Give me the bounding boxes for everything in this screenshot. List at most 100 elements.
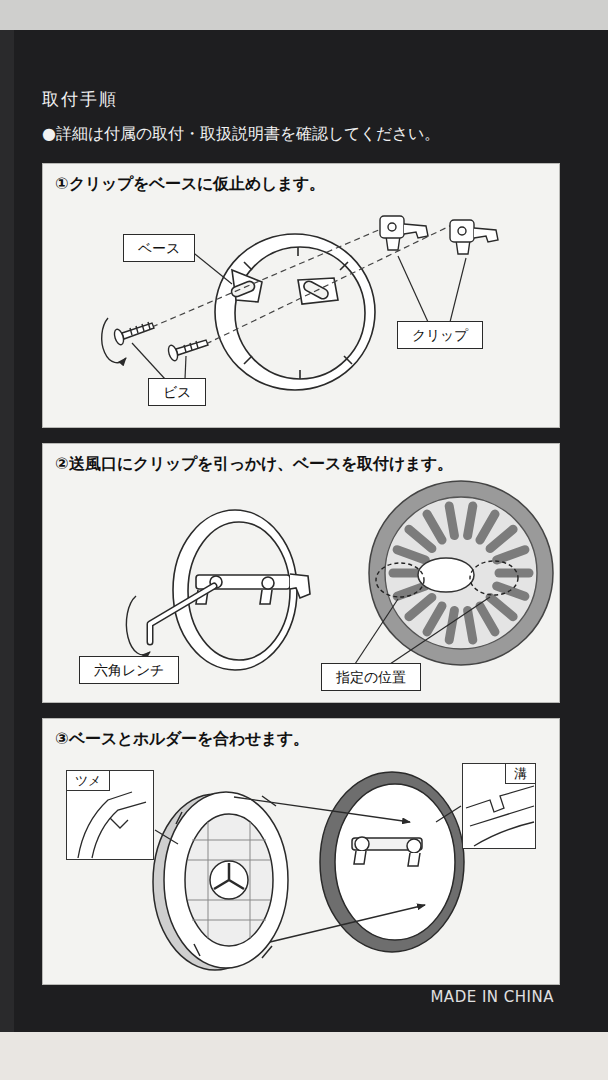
part-name: ベース <box>138 239 180 257</box>
leader-line <box>390 597 490 664</box>
base-ring <box>215 234 375 390</box>
leader-line <box>132 250 466 379</box>
vent-slat <box>480 606 495 632</box>
box-edge <box>0 30 14 1080</box>
panel-ground <box>42 163 560 428</box>
detail-drawing <box>474 822 534 846</box>
detail-name: ツメ <box>67 771 110 791</box>
detail-drawing <box>66 763 536 860</box>
step-caption: ③ベースとホルダーを合わせます。 <box>55 729 309 750</box>
part-name: 指定の位置 <box>336 668 406 686</box>
hex-wrench <box>150 586 214 642</box>
detail-drawing <box>466 786 534 812</box>
vent-slat <box>449 610 454 640</box>
vent-slat <box>497 586 525 596</box>
vent-slat <box>480 514 495 540</box>
part-name: ビス <box>163 383 191 401</box>
heading: 取付手順 <box>42 88 118 111</box>
base-ring <box>290 574 310 598</box>
step-caption: ②送風口にクリップを引っかけ、ベースを取付けます。 <box>55 454 453 475</box>
hex-wrench <box>150 586 214 642</box>
part-label: ベース <box>123 234 195 262</box>
vent-slat <box>490 529 513 548</box>
holder <box>214 863 244 889</box>
fit-arrow <box>270 905 425 942</box>
clip <box>404 224 428 238</box>
clip <box>380 216 428 250</box>
holder <box>176 796 276 958</box>
bottom-strip <box>0 1032 608 1080</box>
holder <box>210 861 248 899</box>
holder <box>153 792 288 970</box>
part-label: クリップ <box>397 321 483 349</box>
holder <box>164 792 288 968</box>
base-ring <box>354 851 420 866</box>
hex-wrench <box>150 586 214 642</box>
detail-name: 溝 <box>505 764 535 784</box>
base-ring <box>302 279 330 300</box>
clip <box>474 228 498 242</box>
air-vent <box>385 497 537 649</box>
part-label: ビス <box>148 378 206 406</box>
origin-mark: MADE IN CHINA <box>430 988 554 1006</box>
clip <box>380 216 498 254</box>
vent-slat <box>449 506 454 536</box>
holder <box>185 814 273 946</box>
fit-arrow <box>234 797 410 822</box>
base-ring <box>262 577 274 589</box>
detail-drawing <box>470 806 534 826</box>
part-label: 指定の位置 <box>321 663 421 691</box>
leader-line <box>185 356 186 379</box>
base-ring <box>244 247 352 379</box>
step-panel: ③ベースとホルダーを合わせます。ツメ 溝 <box>42 718 560 985</box>
vent-slat <box>468 610 473 640</box>
clip <box>388 223 396 231</box>
panel-ground <box>42 718 560 985</box>
leader-line <box>155 806 461 844</box>
base-ring <box>230 280 256 298</box>
panel-ground <box>42 443 560 703</box>
base-ring <box>298 278 338 304</box>
rotate-arrow <box>126 596 150 655</box>
vent-slat <box>409 597 432 616</box>
rotate-arrow <box>102 318 126 363</box>
air-vent <box>369 481 553 665</box>
holder <box>188 822 270 938</box>
clip <box>450 220 498 254</box>
base-ring <box>215 234 375 390</box>
leader-line <box>398 256 428 322</box>
detail-inset: ツメ <box>66 770 154 860</box>
leader-line <box>132 343 165 379</box>
vent-slat <box>497 550 525 560</box>
fit-arrow <box>234 797 425 942</box>
detail-drawing <box>66 770 154 860</box>
clip <box>380 216 404 238</box>
vent-slat <box>427 606 442 632</box>
step-panel: ①クリップをベースに仮止めします。ベースクリップビス <box>42 163 560 428</box>
step-caption: ①クリップをベースに仮止めします。 <box>55 174 325 195</box>
leader-line <box>450 258 466 322</box>
top-strip <box>0 0 608 30</box>
screw <box>113 322 208 362</box>
detail-inset: 溝 <box>462 763 536 849</box>
screw <box>130 322 150 335</box>
base-ring <box>260 590 272 604</box>
vent-slat <box>427 514 442 540</box>
screw <box>122 323 154 339</box>
base-ring <box>235 247 365 379</box>
step-panel: ②送風口にクリップを引っかけ、ベースを取付けます。六角レンチ 指定の位置 <box>42 443 560 703</box>
screw <box>176 340 208 355</box>
leader-line <box>155 830 178 844</box>
clip <box>450 220 474 242</box>
base-ring <box>335 784 455 940</box>
leader-line <box>436 806 461 822</box>
clip <box>458 227 466 235</box>
vent-slat <box>490 597 513 616</box>
part-name: 六角レンチ <box>94 661 164 679</box>
air-vent <box>376 563 424 597</box>
vent-slat <box>468 506 473 536</box>
base-ring <box>173 510 297 670</box>
detail-drawing <box>92 802 146 858</box>
